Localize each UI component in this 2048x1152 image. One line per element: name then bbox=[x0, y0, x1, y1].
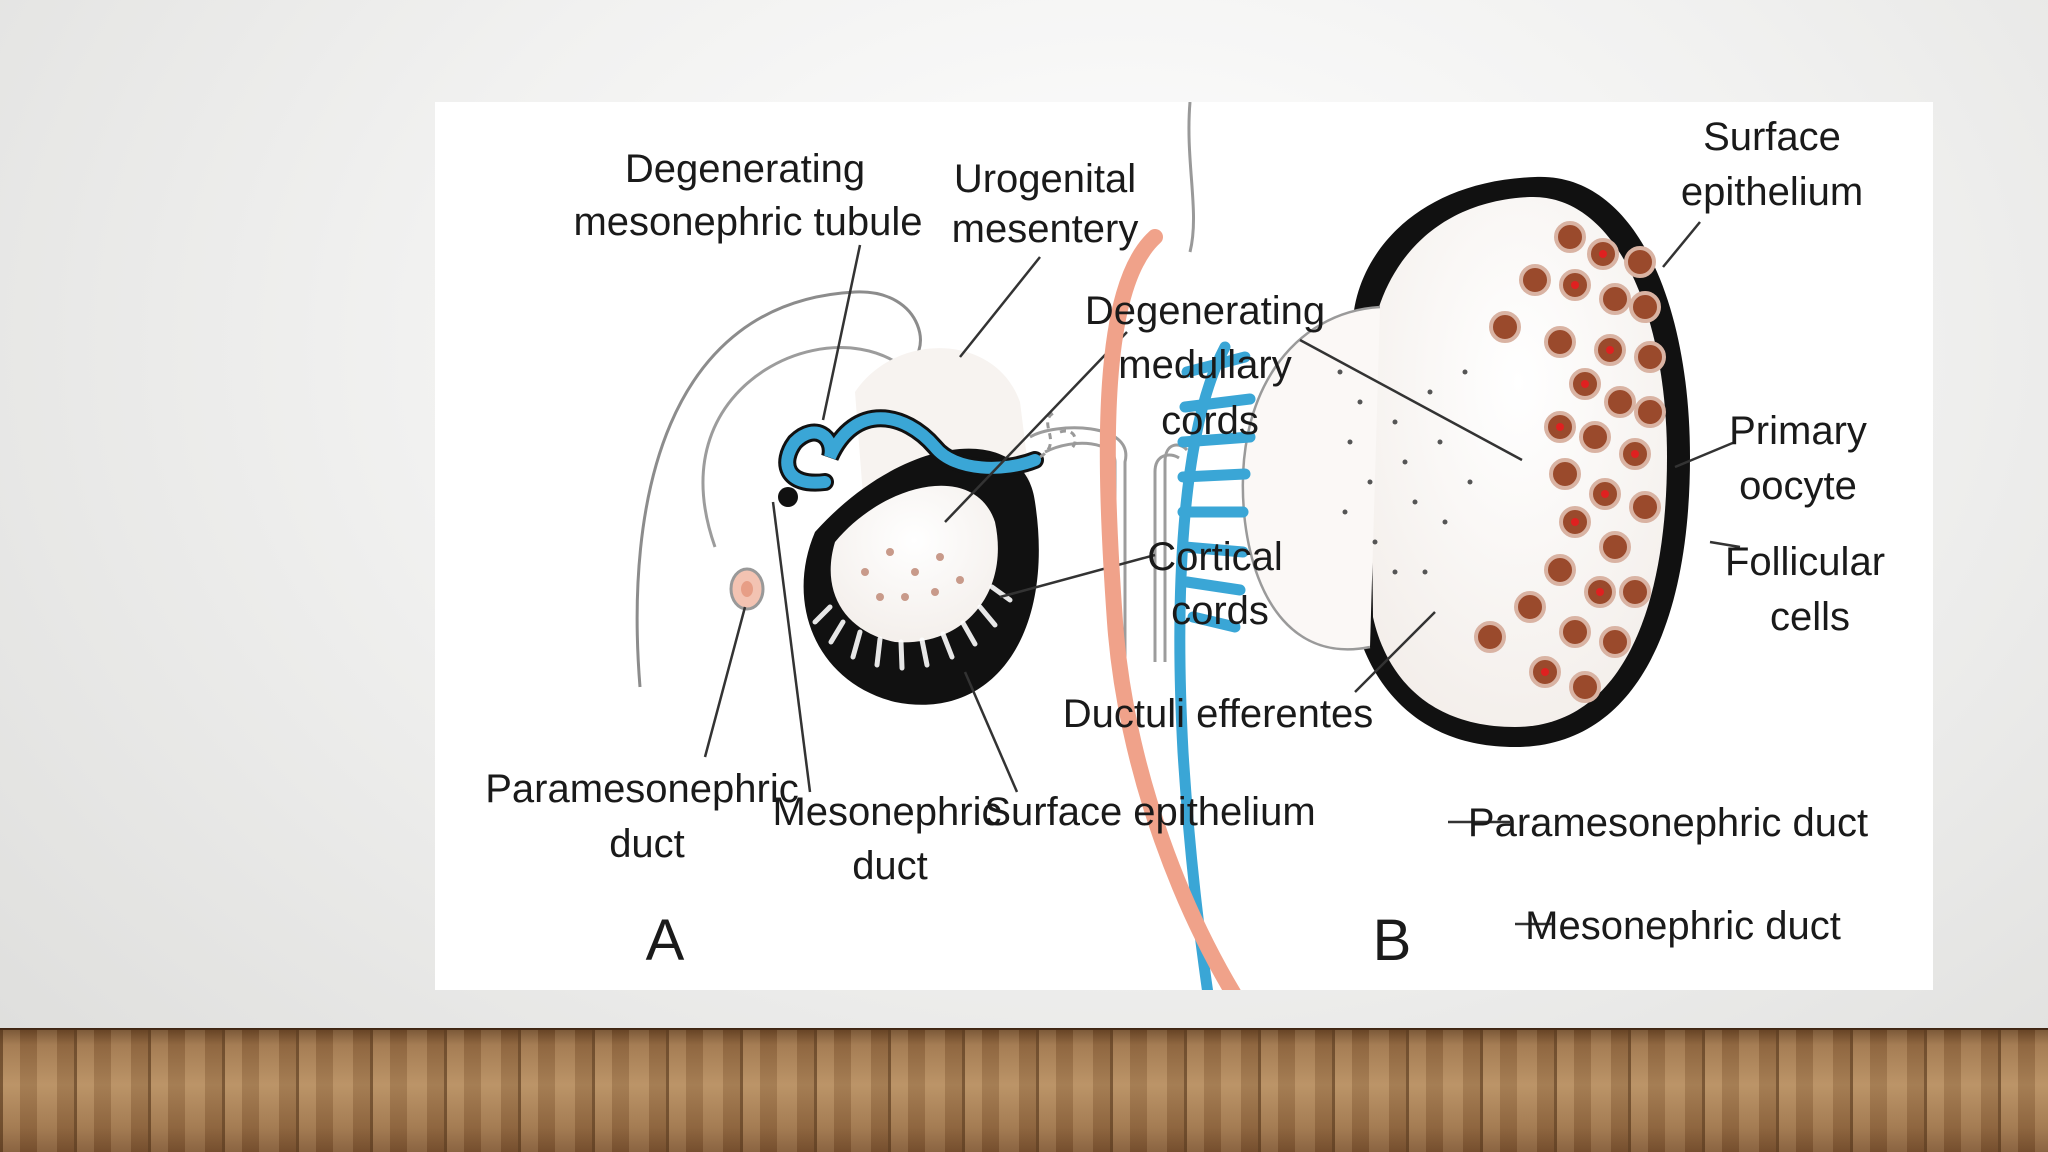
label-urogenital-mesentery-1: Urogenital bbox=[954, 157, 1136, 201]
label-medullary-cords-1: Degenerating bbox=[1085, 289, 1325, 333]
label-primary-oocyte-2: oocyte bbox=[1739, 464, 1857, 508]
embryology-diagram: Degenerating mesonephric tubule Urogenit… bbox=[485, 101, 1885, 1050]
label-surface-epithelium-b-2: epithelium bbox=[1681, 170, 1863, 214]
label-cortical-cords-1: Cortical bbox=[1147, 535, 1283, 579]
label-follicular-cells-1: Follicular bbox=[1725, 540, 1885, 584]
label-degenerating-tubule-1: Degenerating bbox=[625, 147, 865, 191]
panel-a-letter: A bbox=[646, 908, 685, 973]
label-mesonephric-duct-a-2: duct bbox=[852, 844, 928, 888]
label-mesonephric-duct-a-1: Mesonephric bbox=[772, 790, 1001, 834]
label-cortical-cords-2: cords bbox=[1171, 589, 1269, 633]
wood-floor-background bbox=[0, 1030, 2048, 1152]
label-ductuli-efferentes: Ductuli efferentes bbox=[1063, 692, 1374, 736]
panel-b-drawing bbox=[1099, 101, 1741, 1050]
label-paramesonephric-duct-b: Paramesonephric duct bbox=[1468, 801, 1868, 845]
label-urogenital-mesentery-2: mesentery bbox=[952, 207, 1139, 251]
label-medullary-cords-2: medullary bbox=[1118, 343, 1291, 387]
panel-a-drawing bbox=[635, 244, 1189, 793]
label-degenerating-tubule-2: mesonephric tubule bbox=[573, 200, 922, 244]
label-paramesonephric-duct-a-1: Paramesonephric bbox=[485, 767, 799, 811]
label-surface-epithelium-a: Surface epithelium bbox=[984, 790, 1315, 834]
figure-panel: Degenerating mesonephric tubule Urogenit… bbox=[435, 101, 1933, 1050]
label-primary-oocyte-1: Primary bbox=[1729, 409, 1867, 453]
label-mesonephric-duct-b: Mesonephric duct bbox=[1525, 904, 1841, 948]
label-medullary-cords-3: cords bbox=[1161, 399, 1259, 443]
oocyte-cluster bbox=[1474, 221, 1666, 703]
label-paramesonephric-duct-a-2: duct bbox=[609, 822, 685, 866]
panel-b-letter: B bbox=[1373, 908, 1412, 973]
label-follicular-cells-2: cells bbox=[1770, 595, 1850, 639]
label-surface-epithelium-b-1: Surface bbox=[1703, 115, 1841, 159]
